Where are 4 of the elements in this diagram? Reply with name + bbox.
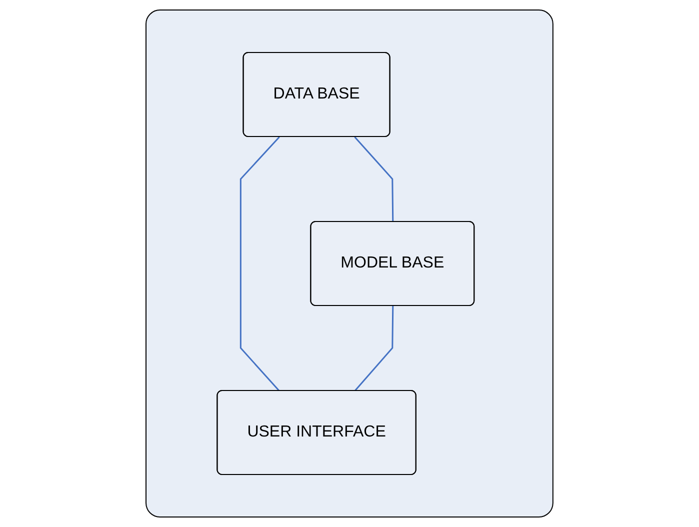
connector — [354, 136, 394, 222]
connector — [240, 136, 280, 392]
connector — [354, 306, 394, 392]
cluster — [146, 10, 554, 518]
